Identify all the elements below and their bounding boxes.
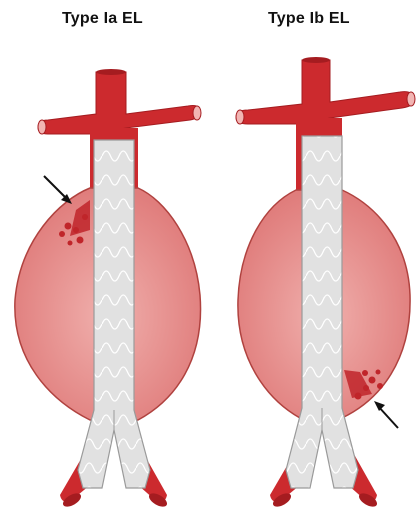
vessel-end-left-top — [96, 69, 126, 75]
arrow-icon-proximal — [44, 176, 72, 204]
aorta-branches-left — [38, 72, 200, 134]
vessel-end-right-b — [407, 92, 415, 106]
vessel-end-right-a — [236, 110, 244, 124]
aorta-branches-right — [236, 60, 414, 124]
panel-type-ib — [236, 57, 415, 509]
panel-type-ia — [15, 69, 201, 509]
vessel-end-left-b — [193, 106, 201, 120]
arrow-icon-distal — [374, 401, 398, 428]
vessel-end-left-a — [38, 120, 46, 134]
vessel-end-right-top — [302, 57, 330, 63]
